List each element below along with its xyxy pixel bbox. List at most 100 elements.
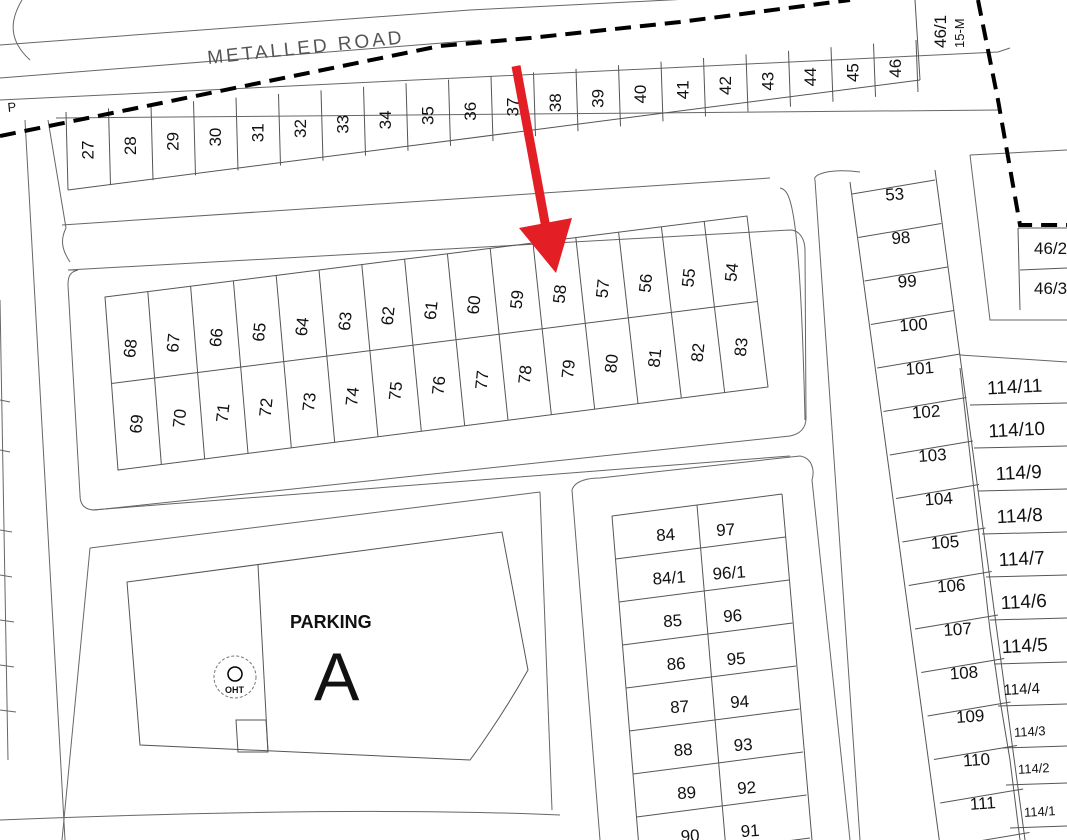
plot-91[interactable]: 91 (740, 821, 760, 840)
plot-85[interactable]: 85 (663, 611, 683, 631)
plot-37[interactable]: 37 (503, 98, 522, 117)
plot-114-8[interactable]: 114/8 (996, 505, 1043, 528)
top-row-divider (533, 72, 536, 137)
plot-114-3[interactable]: 114/3 (1014, 723, 1046, 740)
plot-67[interactable]: 67 (163, 333, 184, 354)
plot-104[interactable]: 104 (924, 489, 954, 510)
rc-row-line (902, 527, 986, 543)
plot-73[interactable]: 73 (299, 392, 320, 413)
plot-43[interactable]: 43 (758, 72, 777, 91)
plot-60[interactable]: 60 (464, 295, 485, 316)
plot-103[interactable]: 103 (918, 445, 948, 466)
plot-63[interactable]: 63 (335, 311, 356, 332)
plot-39[interactable]: 39 (588, 89, 607, 108)
plot-61[interactable]: 61 (421, 300, 442, 321)
plot-45[interactable]: 45 (843, 63, 862, 82)
plot-79[interactable]: 79 (558, 359, 579, 380)
plot-83[interactable]: 83 (731, 337, 752, 358)
plot-111[interactable]: 111 (969, 793, 996, 814)
plot-107[interactable]: 107 (943, 619, 973, 640)
plot-34[interactable]: 34 (376, 110, 395, 129)
plot-65[interactable]: 65 (249, 322, 270, 343)
plot-93[interactable]: 93 (733, 735, 753, 755)
plot-94[interactable]: 94 (730, 692, 750, 712)
plot-87[interactable]: 87 (670, 697, 690, 717)
plot-69[interactable]: 69 (126, 414, 147, 435)
plot-114-7[interactable]: 114/7 (998, 548, 1045, 571)
plot-96-1[interactable]: 96/1 (712, 562, 746, 583)
plot-56[interactable]: 56 (635, 273, 656, 294)
plot-114-10[interactable]: 114/10 (988, 419, 1046, 443)
plot-99[interactable]: 99 (897, 271, 917, 291)
plot-82[interactable]: 82 (688, 342, 709, 363)
plot-101[interactable]: 101 (905, 358, 935, 379)
plot-92[interactable]: 92 (737, 778, 757, 798)
plot-28[interactable]: 28 (121, 136, 140, 155)
plot-114-6[interactable]: 114/6 (1000, 591, 1047, 614)
plot-44[interactable]: 44 (801, 67, 820, 86)
plot-114-1[interactable]: 114/1 (1024, 803, 1056, 820)
plot-77[interactable]: 77 (472, 370, 493, 391)
plot-108[interactable]: 108 (949, 663, 979, 684)
plot-106[interactable]: 106 (937, 576, 967, 597)
plot-114-2[interactable]: 114/2 (1018, 760, 1050, 777)
plot-89[interactable]: 89 (677, 783, 697, 803)
plot-36[interactable]: 36 (461, 102, 480, 121)
plot-74[interactable]: 74 (342, 386, 363, 407)
plot-105[interactable]: 105 (930, 532, 960, 553)
plot-110[interactable]: 110 (962, 750, 990, 771)
plot-84[interactable]: 84 (656, 525, 676, 545)
plot-71[interactable]: 71 (213, 403, 234, 424)
plot-35[interactable]: 35 (418, 106, 437, 125)
plot-109[interactable]: 109 (955, 706, 985, 727)
plot-84-1[interactable]: 84/1 (652, 567, 686, 588)
top-row-plots: 27 28 29 30 31 32 33 34 35 36 37 38 39 40 41 42 43 44 45 46 (65, 39, 921, 191)
plot-40[interactable]: 40 (631, 85, 650, 104)
plot-41[interactable]: 41 (673, 80, 692, 99)
plot-58[interactable]: 58 (550, 284, 571, 305)
plot-30[interactable]: 30 (206, 128, 225, 147)
plot-59[interactable]: 59 (507, 289, 528, 310)
plot-46-3[interactable]: 46/3 (1034, 279, 1067, 298)
plot-38[interactable]: 38 (546, 93, 565, 112)
plot-62[interactable]: 62 (378, 305, 399, 326)
plot-55[interactable]: 55 (678, 267, 699, 288)
plot-114-9[interactable]: 114/9 (995, 462, 1042, 485)
plot-29[interactable]: 29 (163, 132, 182, 151)
plot-114-4[interactable]: 114/4 (1003, 680, 1040, 699)
plot-54[interactable]: 54 (721, 262, 742, 283)
plot-114-11[interactable]: 114/11 (987, 376, 1043, 400)
plot-53[interactable]: 53 (885, 184, 905, 204)
plot-80[interactable]: 80 (601, 353, 622, 374)
plot-66[interactable]: 66 (206, 327, 227, 348)
plot-32[interactable]: 32 (291, 119, 310, 138)
plot-46[interactable]: 46 (886, 59, 905, 78)
plot-68[interactable]: 68 (120, 338, 141, 359)
plot-72[interactable]: 72 (256, 397, 277, 418)
plot-46-1[interactable]: 46/1 15-M (914, 0, 967, 81)
plot-27[interactable]: 27 (78, 141, 97, 160)
plot-97[interactable]: 97 (716, 520, 736, 540)
plot-81[interactable]: 81 (644, 348, 665, 369)
plot-114-5[interactable]: 114/5 (1001, 635, 1048, 658)
plot-90[interactable]: 90 (680, 826, 700, 840)
plot-75[interactable]: 75 (385, 381, 406, 402)
plot-102[interactable]: 102 (911, 402, 941, 423)
plot-70[interactable]: 70 (169, 408, 190, 429)
plot-31[interactable]: 31 (248, 123, 267, 142)
plot-33[interactable]: 33 (333, 115, 352, 134)
plot-96[interactable]: 96 (723, 606, 743, 626)
top-row-divider (150, 104, 154, 181)
plot-98[interactable]: 98 (891, 228, 911, 248)
plot-42[interactable]: 42 (716, 76, 735, 95)
plot-64[interactable]: 64 (292, 316, 313, 337)
plot-76[interactable]: 76 (429, 375, 450, 396)
plot-46-2[interactable]: 46/2 (1034, 239, 1067, 258)
cb-row-line (615, 536, 786, 560)
plot-57[interactable]: 57 (592, 278, 613, 299)
plot-86[interactable]: 86 (666, 654, 686, 674)
plot-95[interactable]: 95 (726, 649, 746, 669)
plot-78[interactable]: 78 (515, 364, 536, 385)
plot-88[interactable]: 88 (673, 740, 693, 760)
plot-100[interactable]: 100 (899, 315, 929, 336)
